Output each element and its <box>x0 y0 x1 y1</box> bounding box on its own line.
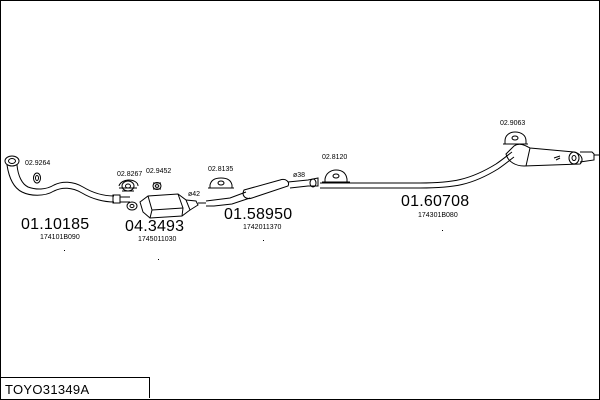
oem-number-label: 174101B090 <box>40 234 80 241</box>
reference-dots <box>64 230 443 260</box>
part-number-label: 01.10185 <box>21 216 90 233</box>
accessory-label: 02.9264 <box>25 160 51 167</box>
rear-muffler-drawing <box>320 143 599 189</box>
pipe-diameter-label: ø38 <box>293 172 306 179</box>
hanger-02-8120-drawing <box>322 169 350 183</box>
accessory-label: 02.8120 <box>322 154 348 161</box>
part-number-label: 01.60708 <box>401 193 470 210</box>
oem-number-label: 174301B080 <box>418 212 458 219</box>
clamp-02-8267-drawing <box>118 179 139 192</box>
bracket-02-9452-drawing <box>152 182 162 190</box>
accessory-label: 02.9452 <box>146 168 172 175</box>
part-number-label: 04.3493 <box>125 218 185 235</box>
accessory-label: 02.8135 <box>208 166 234 173</box>
oem-number-label: 1742011370 <box>243 224 282 231</box>
hanger-02-8135-drawing <box>208 177 234 189</box>
model-code-box: TOYO31349A <box>1 377 150 398</box>
hanger-02-9063-drawing <box>503 131 528 145</box>
catalytic-converter-drawing <box>139 193 206 219</box>
center-silencer-drawing <box>205 177 319 207</box>
front-pipe-drawing <box>4 155 130 204</box>
gasket-02-9264-drawing <box>33 172 41 184</box>
accessory-label: 02.8267 <box>117 171 143 178</box>
accessory-label: 02.9063 <box>500 120 526 127</box>
part-number-label: 01.58950 <box>224 206 293 223</box>
pipe-connector-drawing <box>126 201 138 211</box>
oem-number-label: 1745011030 <box>138 236 177 243</box>
model-code: TOYO31349A <box>5 382 90 397</box>
pipe-diameter-label: ø42 <box>188 191 201 198</box>
